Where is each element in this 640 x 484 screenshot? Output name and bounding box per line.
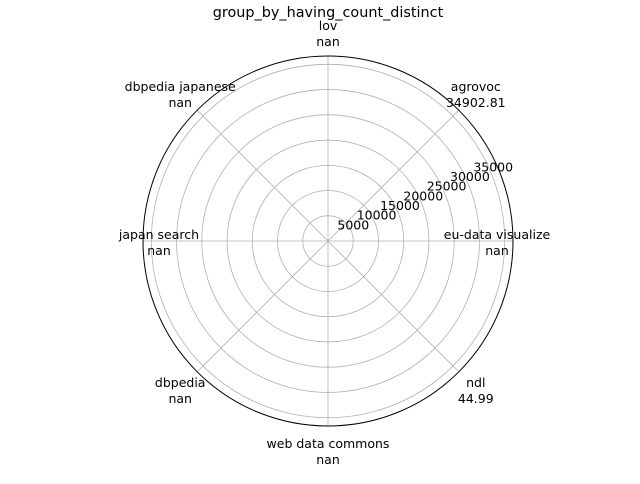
- polar-frame: [142, 55, 514, 427]
- angular-grid-line: [196, 240, 329, 373]
- category-value: 44.99: [458, 391, 494, 406]
- category-name: dbpedia: [155, 375, 206, 390]
- category-name: lov: [319, 18, 338, 33]
- category-value: nan: [316, 452, 340, 467]
- chart-title: group_by_having_count_distinct: [213, 5, 444, 21]
- radial-tick-label: 25000: [427, 179, 467, 194]
- category-value: nan: [485, 243, 509, 258]
- category-value: nan: [316, 34, 340, 49]
- angular-grid-line: [327, 109, 460, 242]
- category-name: eu-data visualize: [444, 227, 551, 242]
- angular-grid-line: [327, 240, 460, 373]
- category-value: nan: [168, 391, 192, 406]
- radial-tick-label: 15000: [380, 198, 420, 213]
- grid-layer: [142, 55, 514, 427]
- radial-tick-label: 5000: [337, 217, 369, 232]
- radial-tick-label: 10000: [357, 208, 397, 223]
- radial-tick-label: 20000: [403, 188, 443, 203]
- category-value: nan: [168, 95, 192, 110]
- radial-tick-label: 35000: [473, 159, 513, 174]
- category-name: dbpedia japanese: [125, 79, 236, 94]
- category-value: 34902.81: [446, 95, 506, 110]
- category-name: japan search: [118, 227, 199, 242]
- category-name: web data commons: [267, 436, 390, 451]
- category-name: agrovoc: [451, 79, 501, 94]
- category-name: ndl: [466, 375, 485, 390]
- category-value: nan: [147, 243, 171, 258]
- angular-grid-line: [196, 109, 329, 242]
- radial-tick-label: 30000: [450, 169, 490, 184]
